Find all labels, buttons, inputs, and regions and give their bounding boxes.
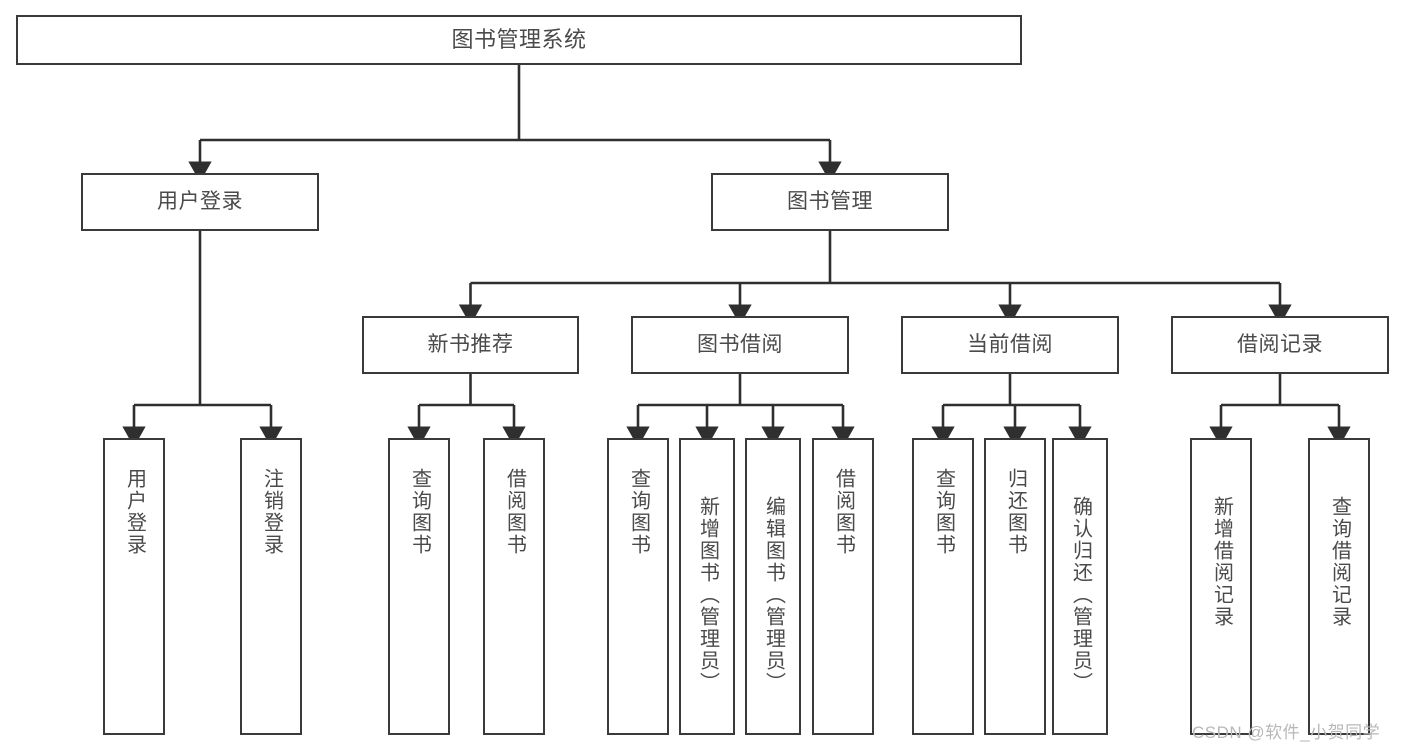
node-label: 新增借阅记录 <box>1210 496 1233 628</box>
node-label: 查询图书 <box>627 468 650 556</box>
node-leaf11[interactable]: 确认归还（管理员） <box>1052 438 1108 735</box>
node-label: 编辑图书（管理员） <box>762 496 785 694</box>
edges <box>122 65 1351 448</box>
node-records[interactable]: 借阅记录 <box>1171 316 1389 374</box>
node-leaf5[interactable]: 查询图书 <box>607 438 669 735</box>
node-label: 借阅图书 <box>832 468 855 556</box>
node-leaf8[interactable]: 借阅图书 <box>812 438 874 735</box>
node-label: 查询图书 <box>932 468 955 556</box>
node-label: 借阅记录 <box>1237 332 1323 356</box>
node-label: 借阅图书 <box>503 468 526 556</box>
watermark-text: CSDN @软件_小贺同学 <box>1192 723 1381 742</box>
node-label: 新书推荐 <box>427 332 514 356</box>
node-label: 新增图书（管理员） <box>696 496 719 694</box>
node-label: 用户登录 <box>123 468 146 556</box>
node-leaf4[interactable]: 借阅图书 <box>483 438 545 735</box>
node-label: 图书借阅 <box>697 332 783 356</box>
node-label: 查询图书 <box>408 468 431 556</box>
node-leaf13[interactable]: 查询借阅记录 <box>1308 438 1370 735</box>
node-leaf1[interactable]: 用户登录 <box>103 438 165 735</box>
node-borrow[interactable]: 图书借阅 <box>631 316 849 374</box>
node-leaf12[interactable]: 新增借阅记录 <box>1190 438 1252 735</box>
node-leaf3[interactable]: 查询图书 <box>388 438 450 735</box>
node-login[interactable]: 用户登录 <box>81 173 319 231</box>
node-label: 图书管理系统 <box>451 27 587 53</box>
node-leaf2[interactable]: 注销登录 <box>240 438 302 735</box>
node-current[interactable]: 当前借阅 <box>901 316 1119 374</box>
node-leaf9[interactable]: 查询图书 <box>912 438 974 735</box>
node-leaf6[interactable]: 新增图书（管理员） <box>679 438 735 735</box>
node-root[interactable]: 图书管理系统 <box>16 15 1022 65</box>
node-label: 用户登录 <box>157 189 243 213</box>
node-label: 归还图书 <box>1004 468 1027 556</box>
node-label: 确认归还（管理员） <box>1069 496 1092 694</box>
node-label: 注销登录 <box>260 468 283 556</box>
node-leaf7[interactable]: 编辑图书（管理员） <box>745 438 801 735</box>
node-newbook[interactable]: 新书推荐 <box>362 316 579 374</box>
node-label: 当前借阅 <box>967 332 1053 356</box>
node-leaf10[interactable]: 归还图书 <box>984 438 1046 735</box>
node-bookmgmt[interactable]: 图书管理 <box>711 173 949 231</box>
node-label: 查询借阅记录 <box>1328 496 1351 628</box>
node-label: 图书管理 <box>787 189 873 213</box>
